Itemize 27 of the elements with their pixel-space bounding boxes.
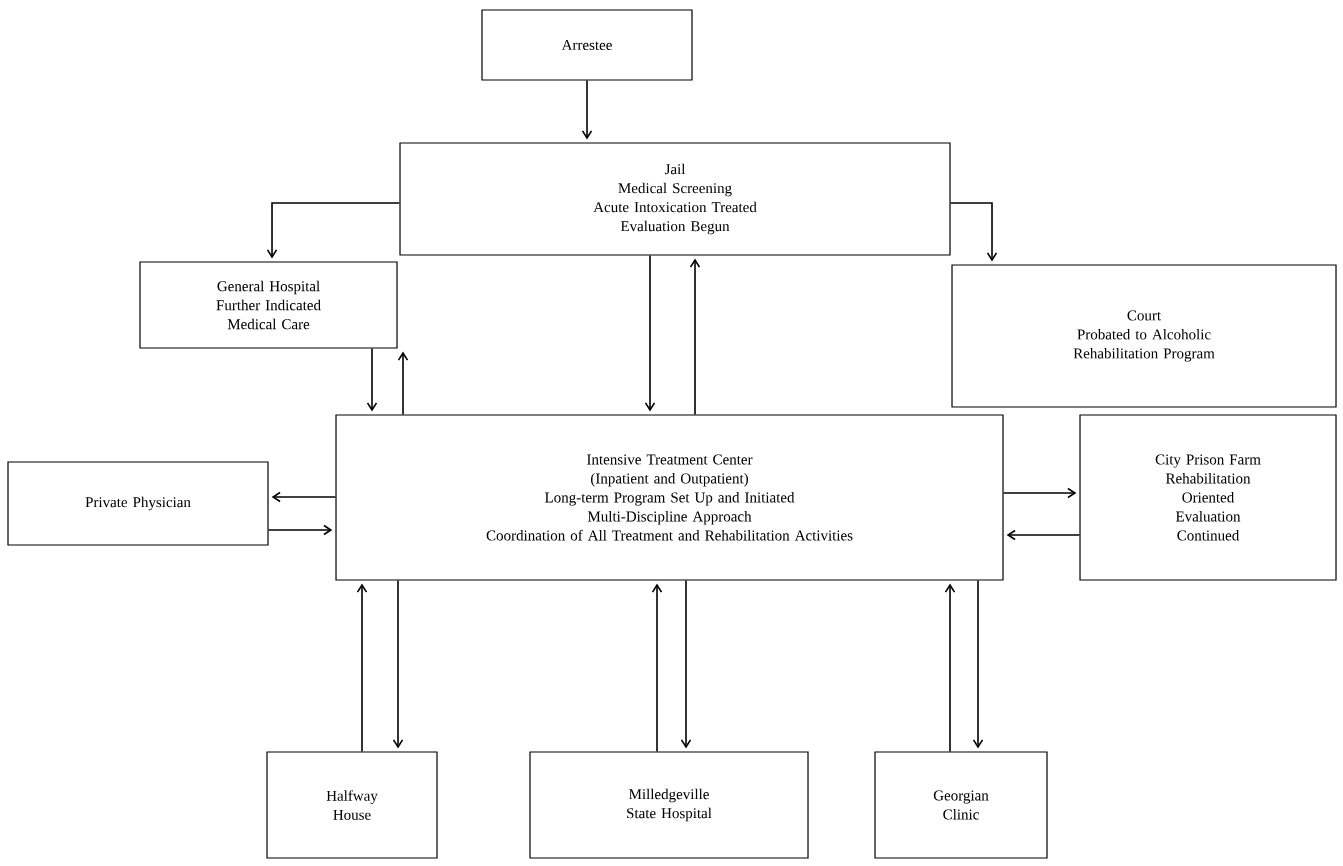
arrow — [972, 579, 984, 749]
process-box: City Prison Farm Rehabilitation Oriented Evaluation Continued — [1079, 414, 1337, 581]
arrow — [366, 347, 378, 412]
arrow — [397, 351, 409, 416]
arrow — [581, 79, 593, 140]
arrow — [266, 202, 401, 259]
process-box: Intensive Treatment Center (Inpatient and Outpatient) Long-term Program Set Up and Initiated Multi-Discipline Approach Coordination of All Treatment and Rehabilitation Activities — [335, 414, 1004, 581]
process-box: Jail Medical Screening Acute Intoxication Treated Evaluation Begun — [399, 142, 951, 256]
process-box: General Hospital Further Indicated Medical Care — [139, 261, 398, 349]
arrow — [271, 491, 337, 503]
arrow — [267, 524, 333, 536]
arrow — [392, 579, 404, 749]
arrow — [644, 254, 656, 412]
arrow — [689, 258, 701, 416]
arrow — [651, 583, 663, 753]
arrow — [949, 202, 998, 262]
process-box: Georgian Clinic — [874, 751, 1048, 859]
process-box: Milledgeville State Hospital — [529, 751, 809, 859]
process-box: Halfway House — [266, 751, 438, 859]
process-box: Private Physician — [7, 461, 269, 546]
arrow — [356, 583, 368, 753]
process-box: Arrestee — [481, 9, 693, 81]
arrow — [680, 579, 692, 749]
arrow — [1006, 529, 1081, 541]
process-box: Court Probated to Alcoholic Rehabilitation Program — [951, 264, 1337, 408]
arrow — [1002, 487, 1077, 499]
arrow — [944, 583, 956, 753]
